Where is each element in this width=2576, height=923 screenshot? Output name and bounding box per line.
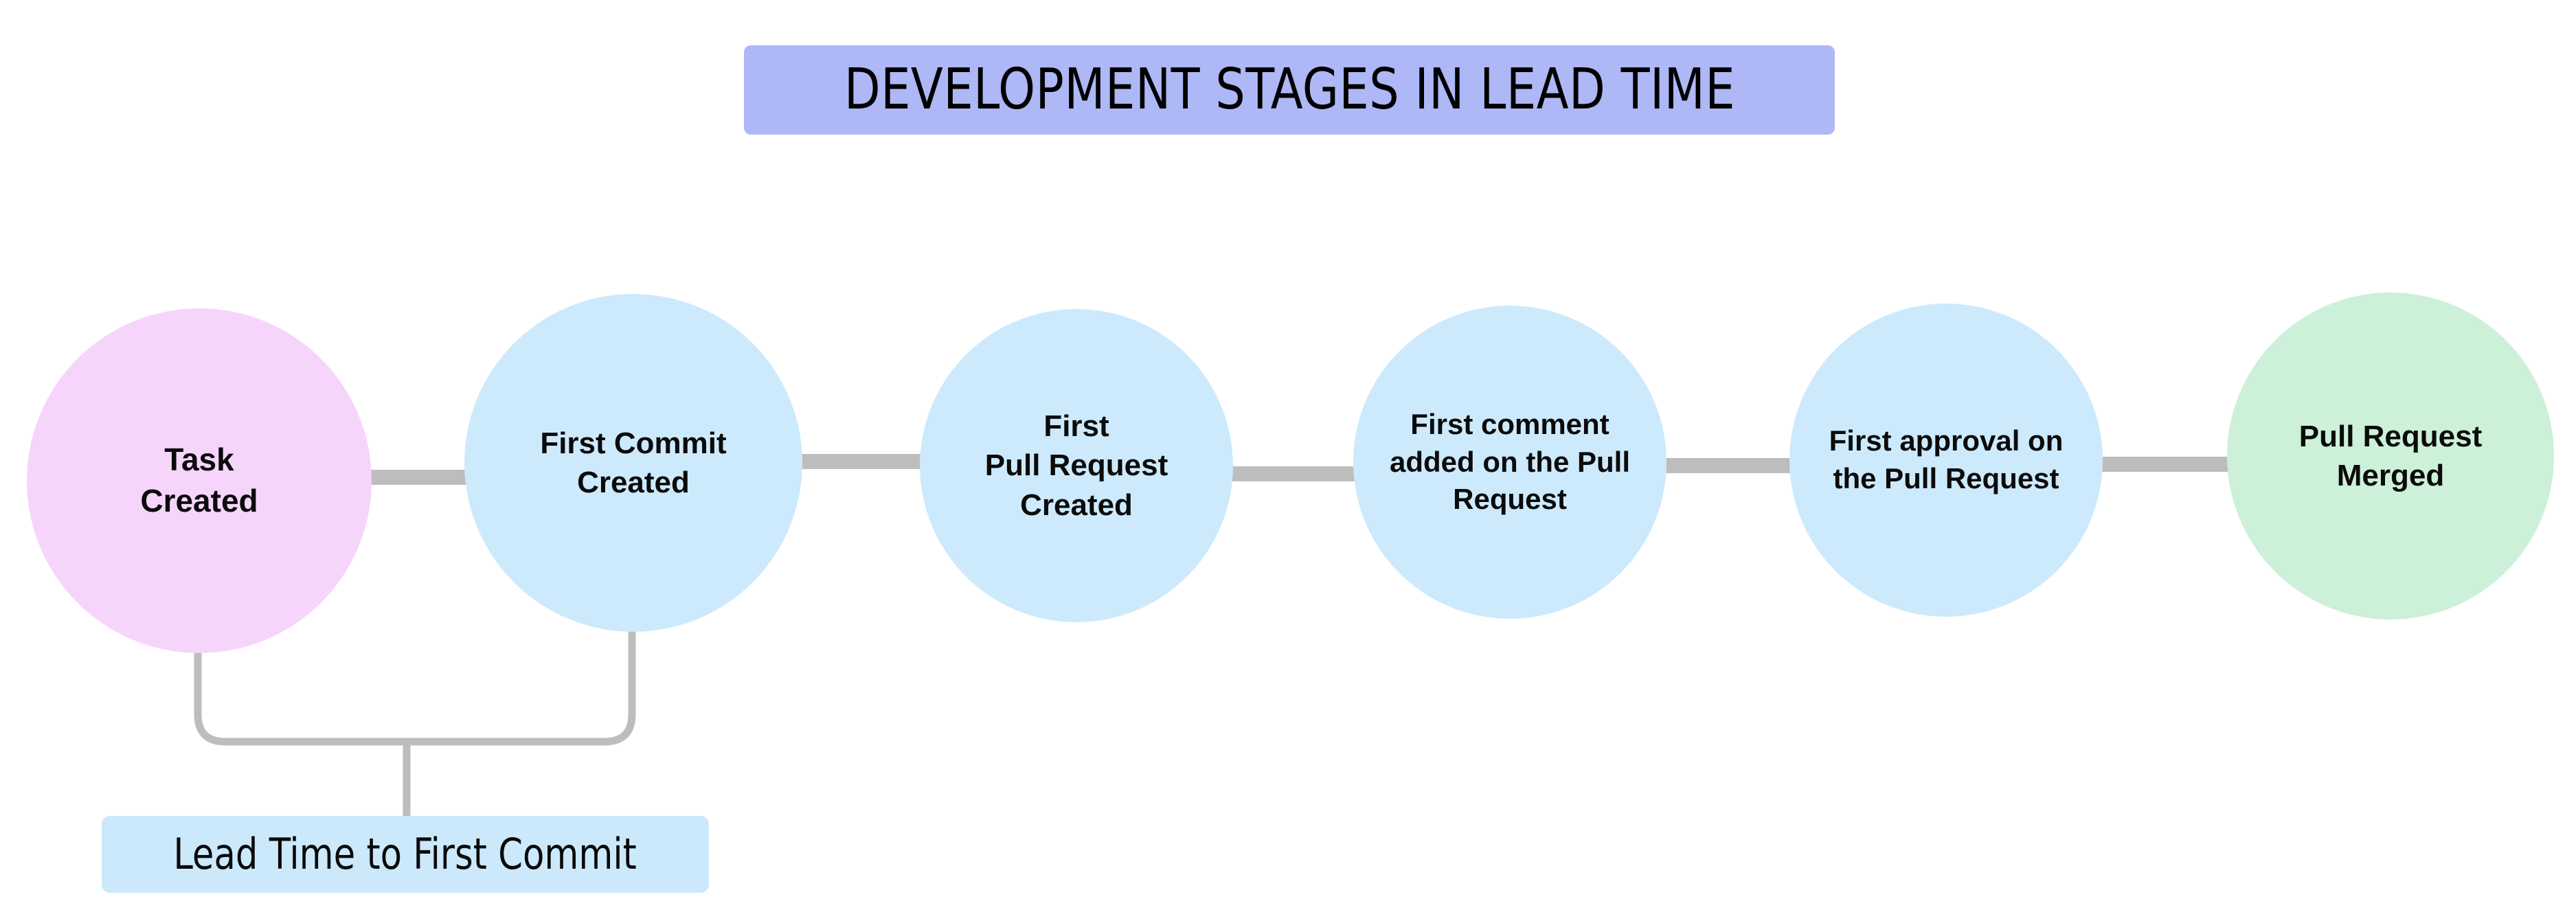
stage-label: Pull Request Merged — [2298, 419, 2483, 492]
stage-label: First approval on the Pull Request — [1829, 424, 2064, 494]
stage-label: First Commit Created — [540, 426, 727, 499]
stage-node-first-comment-added[interactable]: First comment added on the Pull Request — [1353, 306, 1667, 619]
diagram-title-banner: DEVELOPMENT STAGES IN LEAD TIME — [744, 45, 1835, 135]
stage-node-first-approval[interactable]: First approval on the Pull Request — [1789, 304, 2103, 617]
stage-label: First Pull Request Created — [984, 409, 1168, 522]
stage-label: First comment added on the Pull Request — [1389, 408, 1630, 516]
lead-time-annotation-label: Lead Time to First Commit — [173, 829, 637, 879]
stage-label: Task Created — [140, 442, 258, 519]
page-title: DEVELOPMENT STAGES IN LEAD TIME — [844, 57, 1735, 122]
stage-node-task-created[interactable]: Task Created — [27, 308, 372, 653]
lead-time-annotation-box[interactable]: Lead Time to First Commit — [102, 816, 709, 893]
span-bracket — [194, 630, 636, 746]
stage-node-first-pull-request-created[interactable]: First Pull Request Created — [920, 309, 1233, 622]
stage-node-first-commit-created[interactable]: First Commit Created — [464, 294, 802, 632]
stage-node-pull-request-merged[interactable]: Pull Request Merged — [2227, 293, 2554, 619]
